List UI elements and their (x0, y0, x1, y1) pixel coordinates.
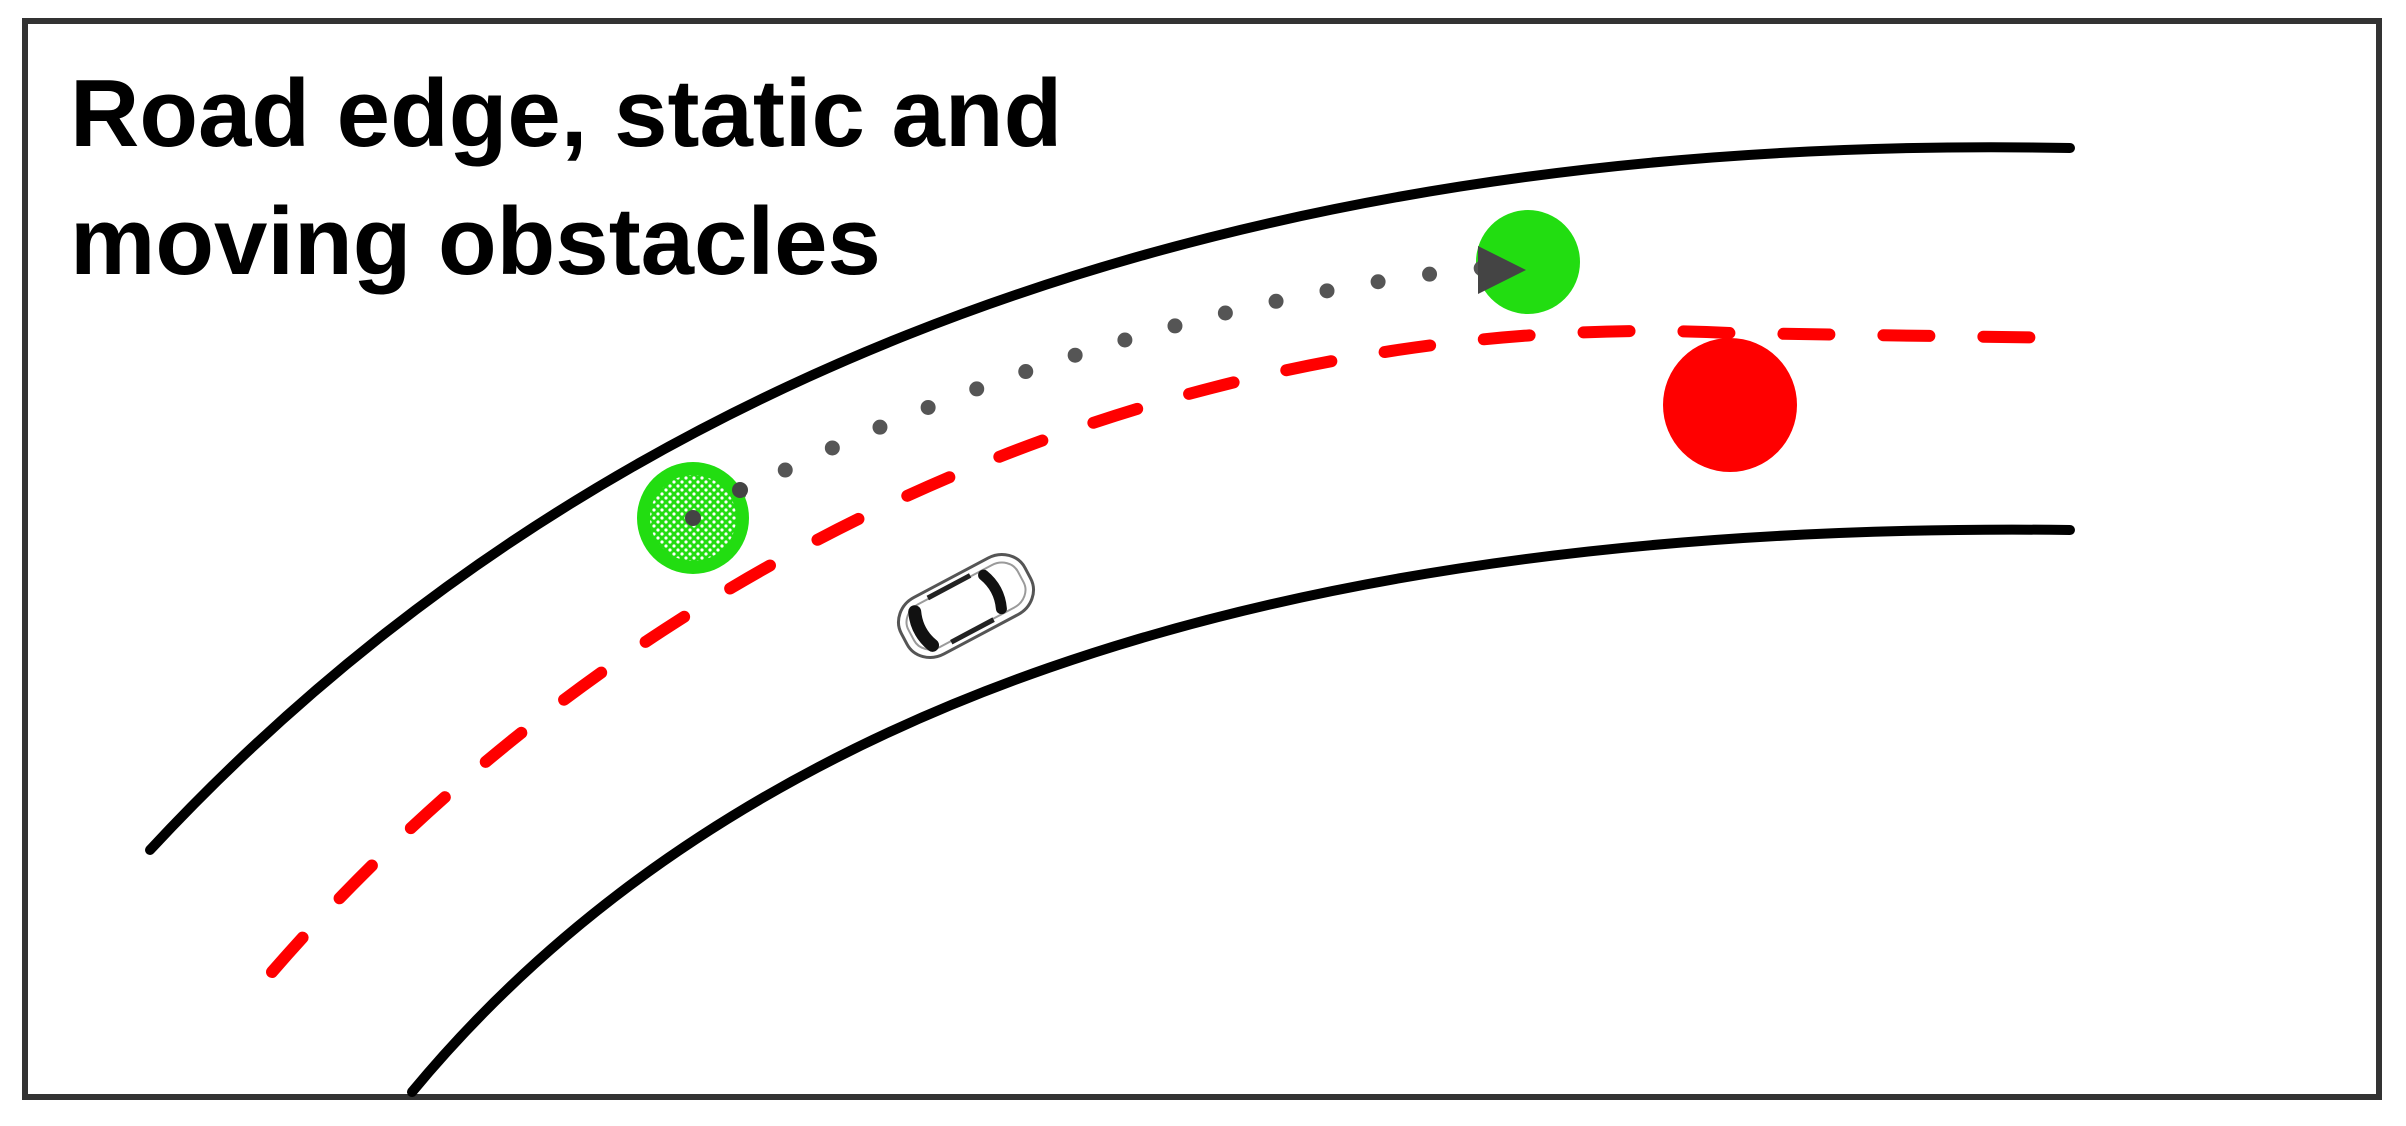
title-line-2: moving obstacles (70, 188, 881, 295)
road-edge-lower (407, 524, 2075, 1097)
moving-obstacle-start (637, 462, 749, 574)
trajectory-arrowhead-icon (1478, 246, 1526, 294)
lane-centerline-dashed (266, 325, 2076, 978)
title-line-1: Road edge, static and (70, 60, 1063, 167)
road-edge-upper (145, 142, 2075, 855)
diagram-frame (22, 18, 2382, 1100)
diagram-title: Road edge, static and moving obstacles (70, 50, 1062, 306)
moving-obstacle-end (1476, 210, 1580, 314)
static-obstacle (1663, 338, 1797, 472)
ego-vehicle (897, 553, 1035, 659)
obstacle-trajectory-dotted (685, 260, 1492, 526)
